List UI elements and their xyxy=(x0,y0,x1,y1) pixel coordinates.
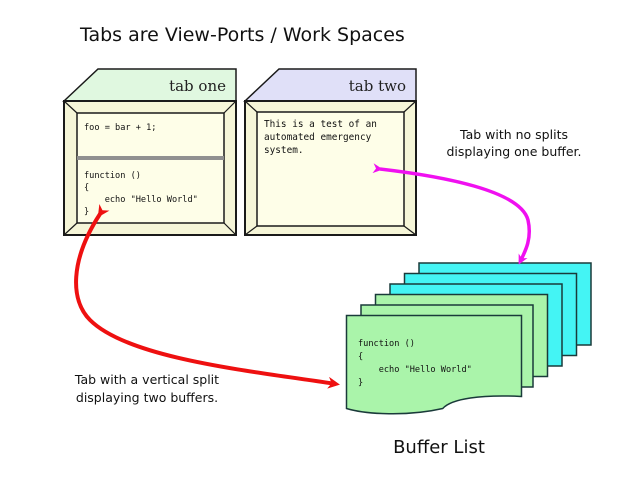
buffer-list-label: Buffer List xyxy=(393,437,485,458)
caption-vertical-split: Tab with a vertical split xyxy=(74,372,219,387)
tab-two-window-line: system. xyxy=(264,145,304,156)
tab-two-window-line: This is a test of an xyxy=(264,119,377,130)
arrow-vertical-split xyxy=(74,204,340,389)
tab-one-window-bottom-line: { xyxy=(84,183,89,193)
caption-vertical-split: displaying two buffers. xyxy=(76,390,218,405)
diagram-title: Tabs are View-Ports / Work Spaces xyxy=(79,24,405,46)
tab-two: tab two This is a test of an automated e… xyxy=(243,68,417,236)
split-bar[interactable] xyxy=(77,156,224,160)
tab-one: tab one foo = bar + 1; function () { ech… xyxy=(62,68,237,236)
tab-one-window-top-line: foo = bar + 1; xyxy=(84,123,156,133)
caption-no-split: Tab with no splits xyxy=(459,127,568,142)
arrow-no-split xyxy=(372,163,532,265)
front-buffer-line: echo "Hello World" xyxy=(358,365,472,375)
tab-two-window-line: automated emergency xyxy=(264,132,372,143)
buffer-front xyxy=(345,314,523,415)
front-buffer-code: function () { echo "Hello World" } xyxy=(358,339,472,388)
front-buffer-line: } xyxy=(358,378,363,388)
buffer-list-stack xyxy=(345,262,592,415)
tab-one-label: tab one xyxy=(169,77,226,95)
tab-one-window-bottom-line: function () xyxy=(84,171,141,181)
tab-one-window-bottom-line: } xyxy=(84,207,89,217)
caption-no-split: displaying one buffer. xyxy=(446,144,581,159)
tab-two-label: tab two xyxy=(349,77,406,95)
tab-one-window-bottom-line: echo "Hello World" xyxy=(84,195,198,205)
front-buffer-line: { xyxy=(358,352,363,362)
front-buffer-line: function () xyxy=(358,339,415,349)
